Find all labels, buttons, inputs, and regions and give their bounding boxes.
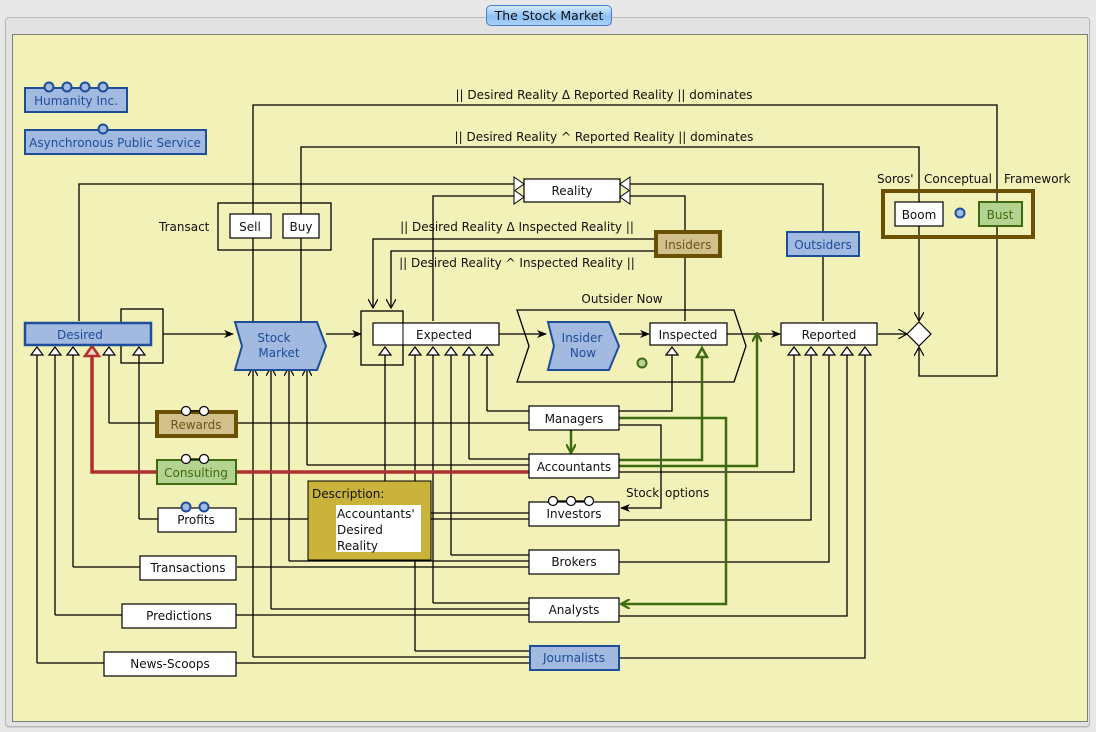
- annotation-soros: Soros': [877, 172, 914, 186]
- port-icons: [180, 501, 210, 513]
- svg-text:Reported: Reported: [802, 328, 857, 342]
- annotation-conceptual: Conceptual: [924, 172, 992, 186]
- svg-text:Journalists: Journalists: [542, 651, 605, 665]
- port-icons: [547, 495, 595, 507]
- port-icon: [636, 357, 648, 369]
- port-icons: [43, 81, 109, 93]
- svg-text:Reality: Reality: [337, 539, 378, 553]
- node-analysts[interactable]: Analysts: [528, 597, 620, 623]
- node-sell[interactable]: Sell: [229, 213, 272, 239]
- tab-the-stock-market[interactable]: The Stock Market: [486, 5, 612, 26]
- svg-text:Investors: Investors: [546, 507, 601, 521]
- link-insiders-wedge: [391, 250, 655, 308]
- inherit-heads: [29, 346, 873, 356]
- port-icon: [954, 207, 966, 219]
- svg-text:Accountants: Accountants: [537, 460, 611, 474]
- svg-text:Boom: Boom: [902, 208, 937, 222]
- svg-text:Outsiders: Outsiders: [794, 238, 852, 252]
- description-text-area: [336, 505, 421, 552]
- svg-text:Brokers: Brokers: [551, 555, 596, 569]
- svg-text:Predictions: Predictions: [146, 609, 212, 623]
- node-expected[interactable]: Expected: [372, 322, 500, 346]
- node-journalists[interactable]: Journalists: [529, 645, 620, 671]
- link-desired-reality: [78, 183, 514, 321]
- svg-text:Transactions: Transactions: [150, 561, 226, 575]
- annotation-wedge-inspected: || Desired Reality ^ Inspected Reality |…: [399, 256, 635, 270]
- annotation-transact: Transact: [158, 220, 210, 234]
- port-icons: [180, 453, 210, 465]
- node-insider-now[interactable]: Insider Now: [546, 321, 621, 371]
- node-consulting[interactable]: Consulting: [156, 453, 237, 485]
- link-delta-reported: [252, 104, 998, 377]
- svg-text:Rewards: Rewards: [171, 418, 222, 432]
- svg-text:Managers: Managers: [545, 412, 604, 426]
- svg-text:Insider: Insider: [562, 331, 603, 345]
- annotation-framework: Framework: [1004, 172, 1070, 186]
- svg-text:Market: Market: [258, 346, 300, 360]
- link-reality-outsiders: [629, 183, 824, 233]
- node-rewards[interactable]: Rewards: [155, 405, 238, 438]
- svg-text:Humanity Inc.: Humanity Inc.: [34, 94, 118, 108]
- links: [36, 104, 998, 664]
- link-expected-reality: [432, 195, 514, 321]
- svg-text:Bust: Bust: [987, 208, 1014, 222]
- annotation-stock: Stock: [626, 486, 659, 500]
- node-predictions[interactable]: Predictions: [121, 603, 237, 629]
- svg-text:News-Scoops: News-Scoops: [130, 657, 210, 671]
- svg-text:Stock: Stock: [257, 331, 290, 345]
- red-link: [82, 343, 529, 474]
- annotation-delta-inspected: || Desired Reality Δ Inspected Reality |…: [400, 220, 634, 234]
- node-news-scoops[interactable]: News-Scoops: [103, 651, 237, 677]
- svg-text:Accountants': Accountants': [337, 507, 415, 521]
- annotation-options: options: [665, 486, 709, 500]
- link-insiders-delta: [373, 238, 655, 308]
- svg-text:Consulting: Consulting: [164, 466, 228, 480]
- node-investors[interactable]: Investors: [528, 495, 620, 527]
- node-reported[interactable]: Reported: [780, 322, 878, 346]
- port-icon: [97, 123, 109, 135]
- node-transactions[interactable]: Transactions: [139, 555, 237, 581]
- svg-text:Now: Now: [570, 346, 596, 360]
- description-box: Description: Accountants' Desired Realit…: [307, 480, 432, 561]
- svg-text:Desired: Desired: [57, 328, 103, 342]
- legend-asynchronous-public-service[interactable]: Asynchronous Public Service: [24, 123, 207, 155]
- annotation-delta-reported: || Desired Reality Δ Reported Reality ||…: [455, 88, 752, 102]
- svg-text:Insiders: Insiders: [665, 238, 712, 252]
- svg-text:Expected: Expected: [416, 328, 472, 342]
- node-managers[interactable]: Managers: [528, 405, 620, 431]
- diagram-canvas: || Desired Reality Δ Reported Reality ||…: [12, 34, 1088, 722]
- annotation-wedge-reported: || Desired Reality ^ Reported Reality ||…: [455, 130, 754, 144]
- node-profits[interactable]: Profits: [157, 501, 237, 533]
- svg-text:Desired: Desired: [337, 523, 383, 537]
- svg-text:Asynchronous Public Service: Asynchronous Public Service: [29, 136, 201, 150]
- green-links: [571, 333, 757, 604]
- node-boom[interactable]: Boom: [894, 201, 944, 227]
- outsider-now-frame: [516, 309, 747, 383]
- svg-text:Profits: Profits: [177, 513, 215, 527]
- diagram-svg: || Desired Reality Δ Reported Reality ||…: [23, 81, 1070, 677]
- node-outsiders[interactable]: Outsiders: [786, 231, 860, 257]
- link-reality-inspected: [629, 195, 686, 321]
- annotation-outsider-now: Outsider Now: [581, 292, 662, 306]
- node-insiders[interactable]: Insiders: [654, 230, 722, 258]
- svg-text:Reality: Reality: [551, 184, 592, 198]
- legend-humanity-inc[interactable]: Humanity Inc.: [24, 81, 128, 113]
- node-accountants[interactable]: Accountants: [528, 453, 620, 479]
- node-stock-market[interactable]: Stock Market: [233, 321, 328, 371]
- node-inspected[interactable]: Inspected: [649, 322, 728, 346]
- svg-text:Buy: Buy: [290, 220, 313, 234]
- soros-framework-group[interactable]: Boom Bust: [881, 189, 1035, 239]
- description-label: Description:: [312, 487, 384, 501]
- svg-text:Inspected: Inspected: [659, 328, 718, 342]
- node-buy[interactable]: Buy: [282, 213, 320, 239]
- svg-text:Analysts: Analysts: [549, 603, 600, 617]
- node-desired[interactable]: Desired: [23, 321, 153, 347]
- node-bust[interactable]: Bust: [978, 201, 1023, 227]
- decision-diamond[interactable]: [906, 321, 932, 347]
- port-icons: [180, 405, 210, 417]
- svg-text:Sell: Sell: [239, 220, 261, 234]
- node-reality[interactable]: Reality: [513, 176, 631, 205]
- node-brokers[interactable]: Brokers: [528, 549, 620, 575]
